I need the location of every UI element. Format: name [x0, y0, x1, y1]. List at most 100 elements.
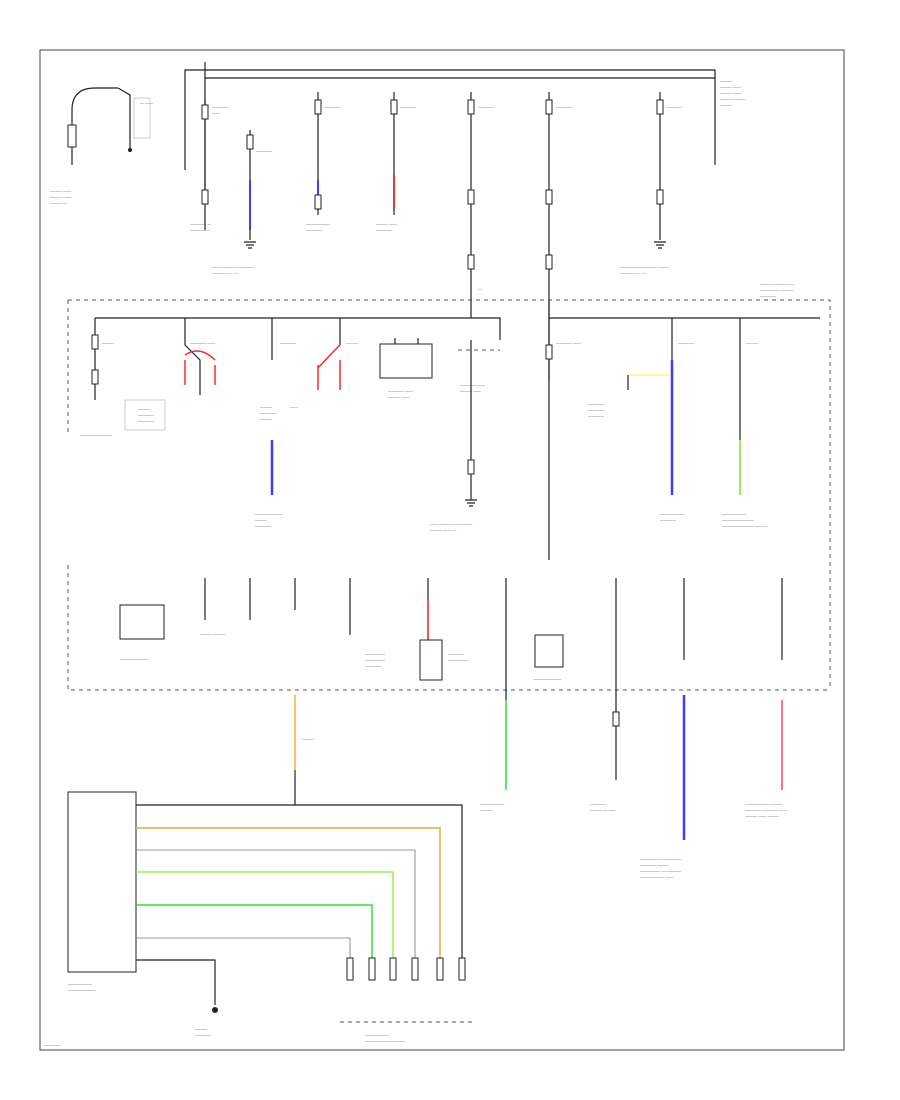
svg-text:————: ———— — [324, 104, 340, 109]
pink-drop: —————— ——— ———— ———— —— ——— —— ——— — [745, 700, 787, 818]
top-fuse-drop-2: ———— —— ———— ———— ——— —— — — [212, 130, 272, 275]
svg-text:———— ——: ———— —— — [388, 388, 413, 393]
top-fuse-drop-3: ———— —————— ———— — [306, 92, 340, 232]
svg-text:————: ———— — [678, 340, 694, 345]
svg-text:—————: ————— — [448, 657, 468, 662]
lower-fuse-box: ——————— ——— ——— ———— ————— ————— ————— —… — [67, 565, 830, 780]
svg-text:——— ——: ——— —— — [720, 84, 741, 89]
svg-text:———— ——: ———— —— — [190, 340, 215, 345]
svg-text:——————: —————— — [480, 801, 504, 806]
top-fuse-drop-4: ———— ——— —— ———— — [376, 92, 416, 232]
svg-text:————————— ———: ————————— ——— — [620, 264, 669, 269]
svg-text:————: ———— — [660, 517, 676, 522]
svg-text:————: ———— — [138, 412, 154, 417]
svg-text:————: ———— — [478, 104, 494, 109]
svg-text:————: ———— — [138, 418, 154, 423]
svg-text:——— —— —: ——— —— — — [430, 527, 456, 532]
middle-power-bus: ——— ——— —— ————— ——— ———— — [67, 281, 831, 690]
top-fuse-drop-7: ———— ————————— ——— ——— —— — — [620, 92, 682, 275]
svg-text:— ——: — —— — [140, 100, 153, 105]
svg-text:————: ———— — [590, 801, 606, 806]
svg-text:———: ——— — [302, 736, 314, 741]
bottom-connector: —————— —————————— — [340, 957, 475, 1043]
svg-text:—————: ————— — [365, 657, 385, 662]
svg-text:——————————: —————————— — [365, 1038, 405, 1043]
svg-text:——— ———: ——— ——— — [590, 807, 615, 812]
svg-text:————: ———— — [376, 227, 392, 232]
svg-text:————: ———— — [260, 410, 276, 415]
svg-text:——— ——: ——— —— — [50, 188, 71, 193]
svg-text:—— ———— ————: —— ———— ———— — [212, 264, 254, 269]
svg-text:——— ———: ——— ——— — [720, 96, 745, 101]
top-fuse-drop-5: ———— — — [467, 92, 494, 300]
red-relay-1: ———— —— — [184, 318, 216, 395]
svg-text:——— ———: ——— ——— — [200, 631, 225, 636]
svg-text:——————: —————— — [660, 511, 684, 516]
svg-text:——: —— — [212, 110, 220, 115]
red-relay-2: ———— ——— ——— ———— ——— —— — [260, 318, 358, 421]
svg-text:————— ———: ————— ——— — [760, 287, 793, 292]
svg-text:————: ———— — [760, 293, 776, 298]
svg-text:——— —— —: ——— —— — — [620, 270, 646, 275]
relay-box-center: ———— —— ——— —— — [379, 338, 433, 399]
svg-text:———————: ——————— — [533, 676, 561, 681]
svg-text:———: ——— — [346, 340, 358, 345]
svg-text:———— ———— ——: ———— ———— —— — [745, 807, 787, 812]
svg-text:————: ———— — [212, 104, 228, 109]
svg-text:——————: —————— — [306, 221, 330, 226]
right-middle-branches: ———— —— ———— ———— ———— ———— —————— ———— … — [545, 318, 767, 528]
svg-text:————: ———— — [448, 651, 464, 656]
gray-drop: ———— ——— ——— — [590, 711, 620, 812]
svg-text:———: ——— — [746, 340, 758, 345]
svg-text:——— —— ———: ——— —— ——— — [745, 813, 779, 818]
top-power-bus: ——— ——— —— ——— —— ——— ——— ——— — [184, 62, 745, 200]
svg-text:————: ———— — [44, 1042, 60, 1047]
battery-section: — —— ——— —— ——— —— ——— — — [50, 87, 153, 205]
svg-text:————: ———— — [280, 340, 296, 345]
svg-text:————— —————: ————— ————— — [640, 856, 681, 861]
svg-text:——: —— — [290, 404, 298, 409]
svg-text:————: ———— — [306, 227, 322, 232]
svg-text:—————: ————— — [365, 651, 385, 656]
orange-feed: ——— — [294, 695, 314, 805]
svg-text:————: ———— — [365, 663, 381, 668]
svg-text:———: ——— — [720, 78, 732, 83]
svg-text:———: ——— — [195, 1026, 207, 1031]
svg-text:——— ——: ——— —— — [720, 90, 741, 95]
svg-text:———— —: ———— — — [190, 221, 211, 226]
svg-text:———: ——— — [138, 406, 150, 411]
svg-text:————: ———— — [588, 401, 604, 406]
svg-text:—— ———— ————: —— ———— ———— — [430, 521, 472, 526]
svg-text:————: ———— — [400, 104, 416, 109]
svg-text:———— ——: ———— —— — [556, 340, 581, 345]
svg-text:————— —————: ————— ————— — [640, 868, 681, 873]
svg-text:—: — — [478, 286, 482, 291]
svg-text:——— —: ——— — — [50, 200, 67, 205]
svg-text:————————: ———————— — [80, 432, 112, 437]
svg-text:————: ———— — [556, 104, 572, 109]
svg-text:—————: ————— — [190, 227, 210, 232]
svg-text:——— ——— ——: ——— ——— —— — [760, 281, 794, 286]
svg-text:——— ——: ——— —— — [50, 194, 71, 199]
ignition-switch: —————— ——————— ——— ———— — [67, 791, 463, 1037]
relay-center-2: ———— —— ——— —— —— ———— ———— ——— —— — — [430, 340, 500, 532]
svg-text:————: ———— — [256, 148, 272, 153]
top-fuse-drop-1: ———— —— ———— — ————— — [190, 100, 228, 232]
green-drop: —————— ——— — [480, 700, 507, 812]
horn-relay: ——— ———————— ——— ———— ———— — [80, 318, 166, 437]
svg-text:————: ———— — [666, 104, 682, 109]
svg-text:———: ——— — [255, 517, 267, 522]
svg-text:———————— ———: ———————— ——— — [722, 523, 767, 528]
svg-text:——— ——: ——— —— — [460, 388, 481, 393]
svg-text:———: ——— — [480, 807, 492, 812]
svg-text:———————: ——————— — [68, 987, 96, 992]
svg-text:————————: ———————— — [722, 517, 754, 522]
svg-text:——————: —————— — [68, 981, 92, 986]
svg-text:———— ———: ———— ——— — [640, 862, 669, 867]
svg-text:———: ——— — [260, 404, 272, 409]
svg-text:————: ———— — [588, 413, 604, 418]
diagram-border — [39, 49, 845, 1051]
svg-text:—————— ——: —————— —— — [640, 874, 673, 879]
svg-text:———: ——— — [260, 416, 272, 421]
